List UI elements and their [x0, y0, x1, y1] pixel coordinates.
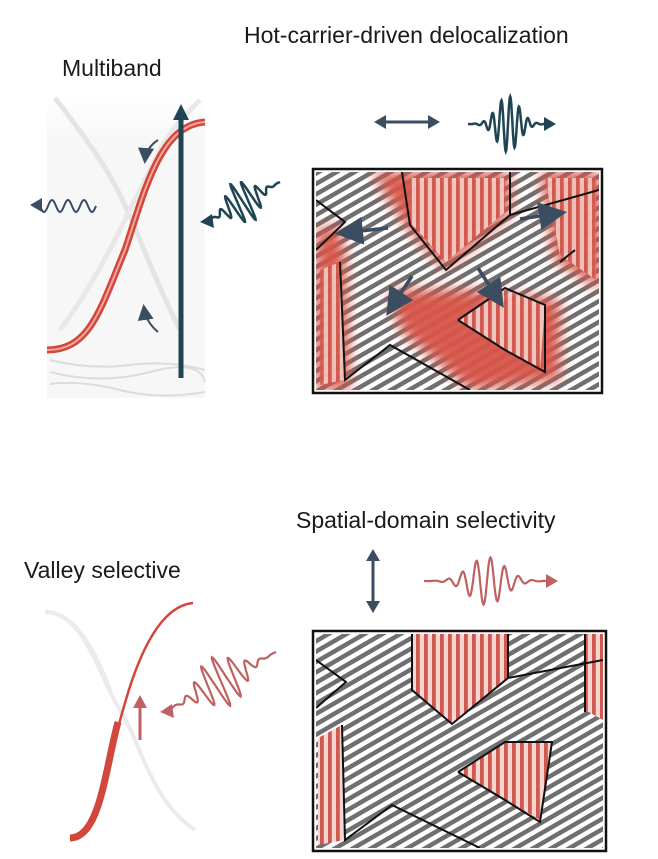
excitation-arrow-head — [173, 104, 189, 120]
wave-packet-arrow-head — [544, 117, 556, 131]
valley-band-occupied — [69, 721, 122, 842]
wave-packet-icon — [205, 180, 281, 224]
band-curve-gray — [53, 96, 183, 332]
wave-packet-icon — [424, 555, 550, 607]
valley-band-diagram — [44, 601, 197, 842]
wave-packet-icon — [468, 92, 548, 156]
spatial-domain-map — [316, 634, 603, 848]
wavy-arrow-icon — [30, 198, 97, 214]
band-curve-gray — [57, 98, 202, 332]
spatial-domain-label: Spatial-domain selectivity — [296, 507, 556, 533]
valley-band-red — [69, 601, 194, 840]
curved-arrow-icon — [138, 139, 159, 164]
curved-arrow-icon — [137, 304, 159, 333]
valley-selective-label: Valley selective — [24, 557, 181, 583]
hot-carrier-label: Hot-carrier-driven delocalization — [244, 22, 569, 48]
multiband-label: Multiband — [62, 55, 162, 81]
hot-carrier-frame — [311, 167, 604, 395]
spatial-domain-frame — [311, 629, 608, 853]
wave-packet-arrow-head — [200, 214, 214, 228]
double-arrow-icon — [366, 549, 380, 613]
carrier-flow-arrows — [335, 202, 567, 316]
excited-band-highlight — [46, 121, 206, 351]
band-curve-gray — [44, 610, 112, 691]
double-arrow-icon — [374, 115, 440, 129]
multiband-band-diagram — [46, 96, 206, 398]
wave-packet-arrow-head — [546, 574, 558, 588]
hot-carrier-domain-map — [316, 172, 599, 390]
wave-packet-icon — [165, 650, 277, 713]
wave-packet-arrow-head — [160, 704, 174, 718]
